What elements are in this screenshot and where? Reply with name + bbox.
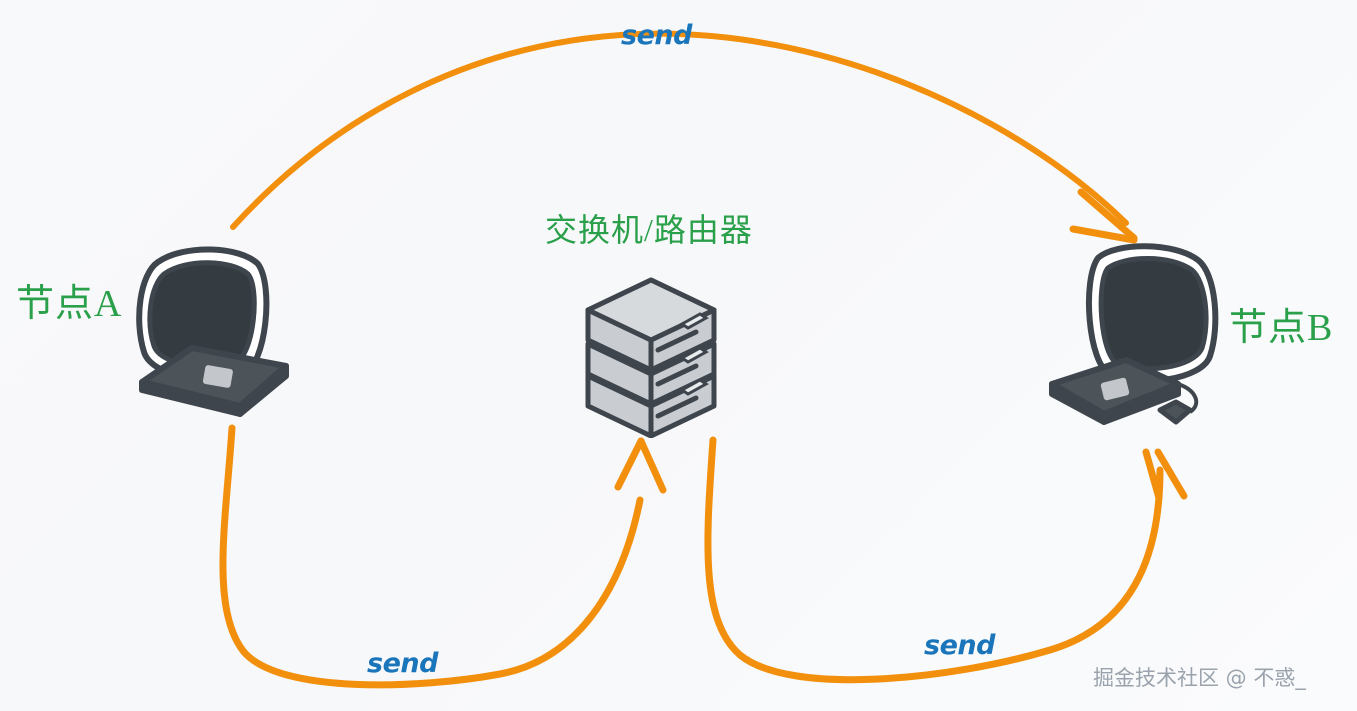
edge-label-send-to-node-b: send (924, 630, 995, 661)
desktop-computer-icon-node-a (136, 246, 289, 417)
server-stack-icon (585, 277, 717, 438)
desktop-computer-icon-node-b (1049, 243, 1219, 425)
edge-switch-to-b-arrowhead-2 (1154, 448, 1188, 500)
node-label-b: 节点B (1229, 307, 1334, 349)
node-label-switch: 交换机/路由器 (545, 212, 753, 248)
edge-a-to-switch-path (219, 424, 644, 689)
edge-a-to-switch-arrowhead (614, 437, 645, 491)
edge-label-send-to-switch: send (367, 648, 438, 679)
node-label-a: 节点A (16, 283, 123, 325)
edge-direct-path (230, 30, 1129, 230)
edge-switch-to-b-arrowhead (1142, 448, 1163, 502)
edge-a-to-switch-arrowhead-2 (637, 437, 667, 494)
edge-direct-arrowhead-2 (1069, 225, 1138, 244)
edge-switch-to-b-path (704, 436, 1164, 684)
watermark-text: 掘金技术社区 @ 不惑_ (1093, 666, 1306, 690)
edge-direct-arrowhead (1077, 188, 1138, 242)
edge-label-send-direct: send (621, 20, 692, 51)
